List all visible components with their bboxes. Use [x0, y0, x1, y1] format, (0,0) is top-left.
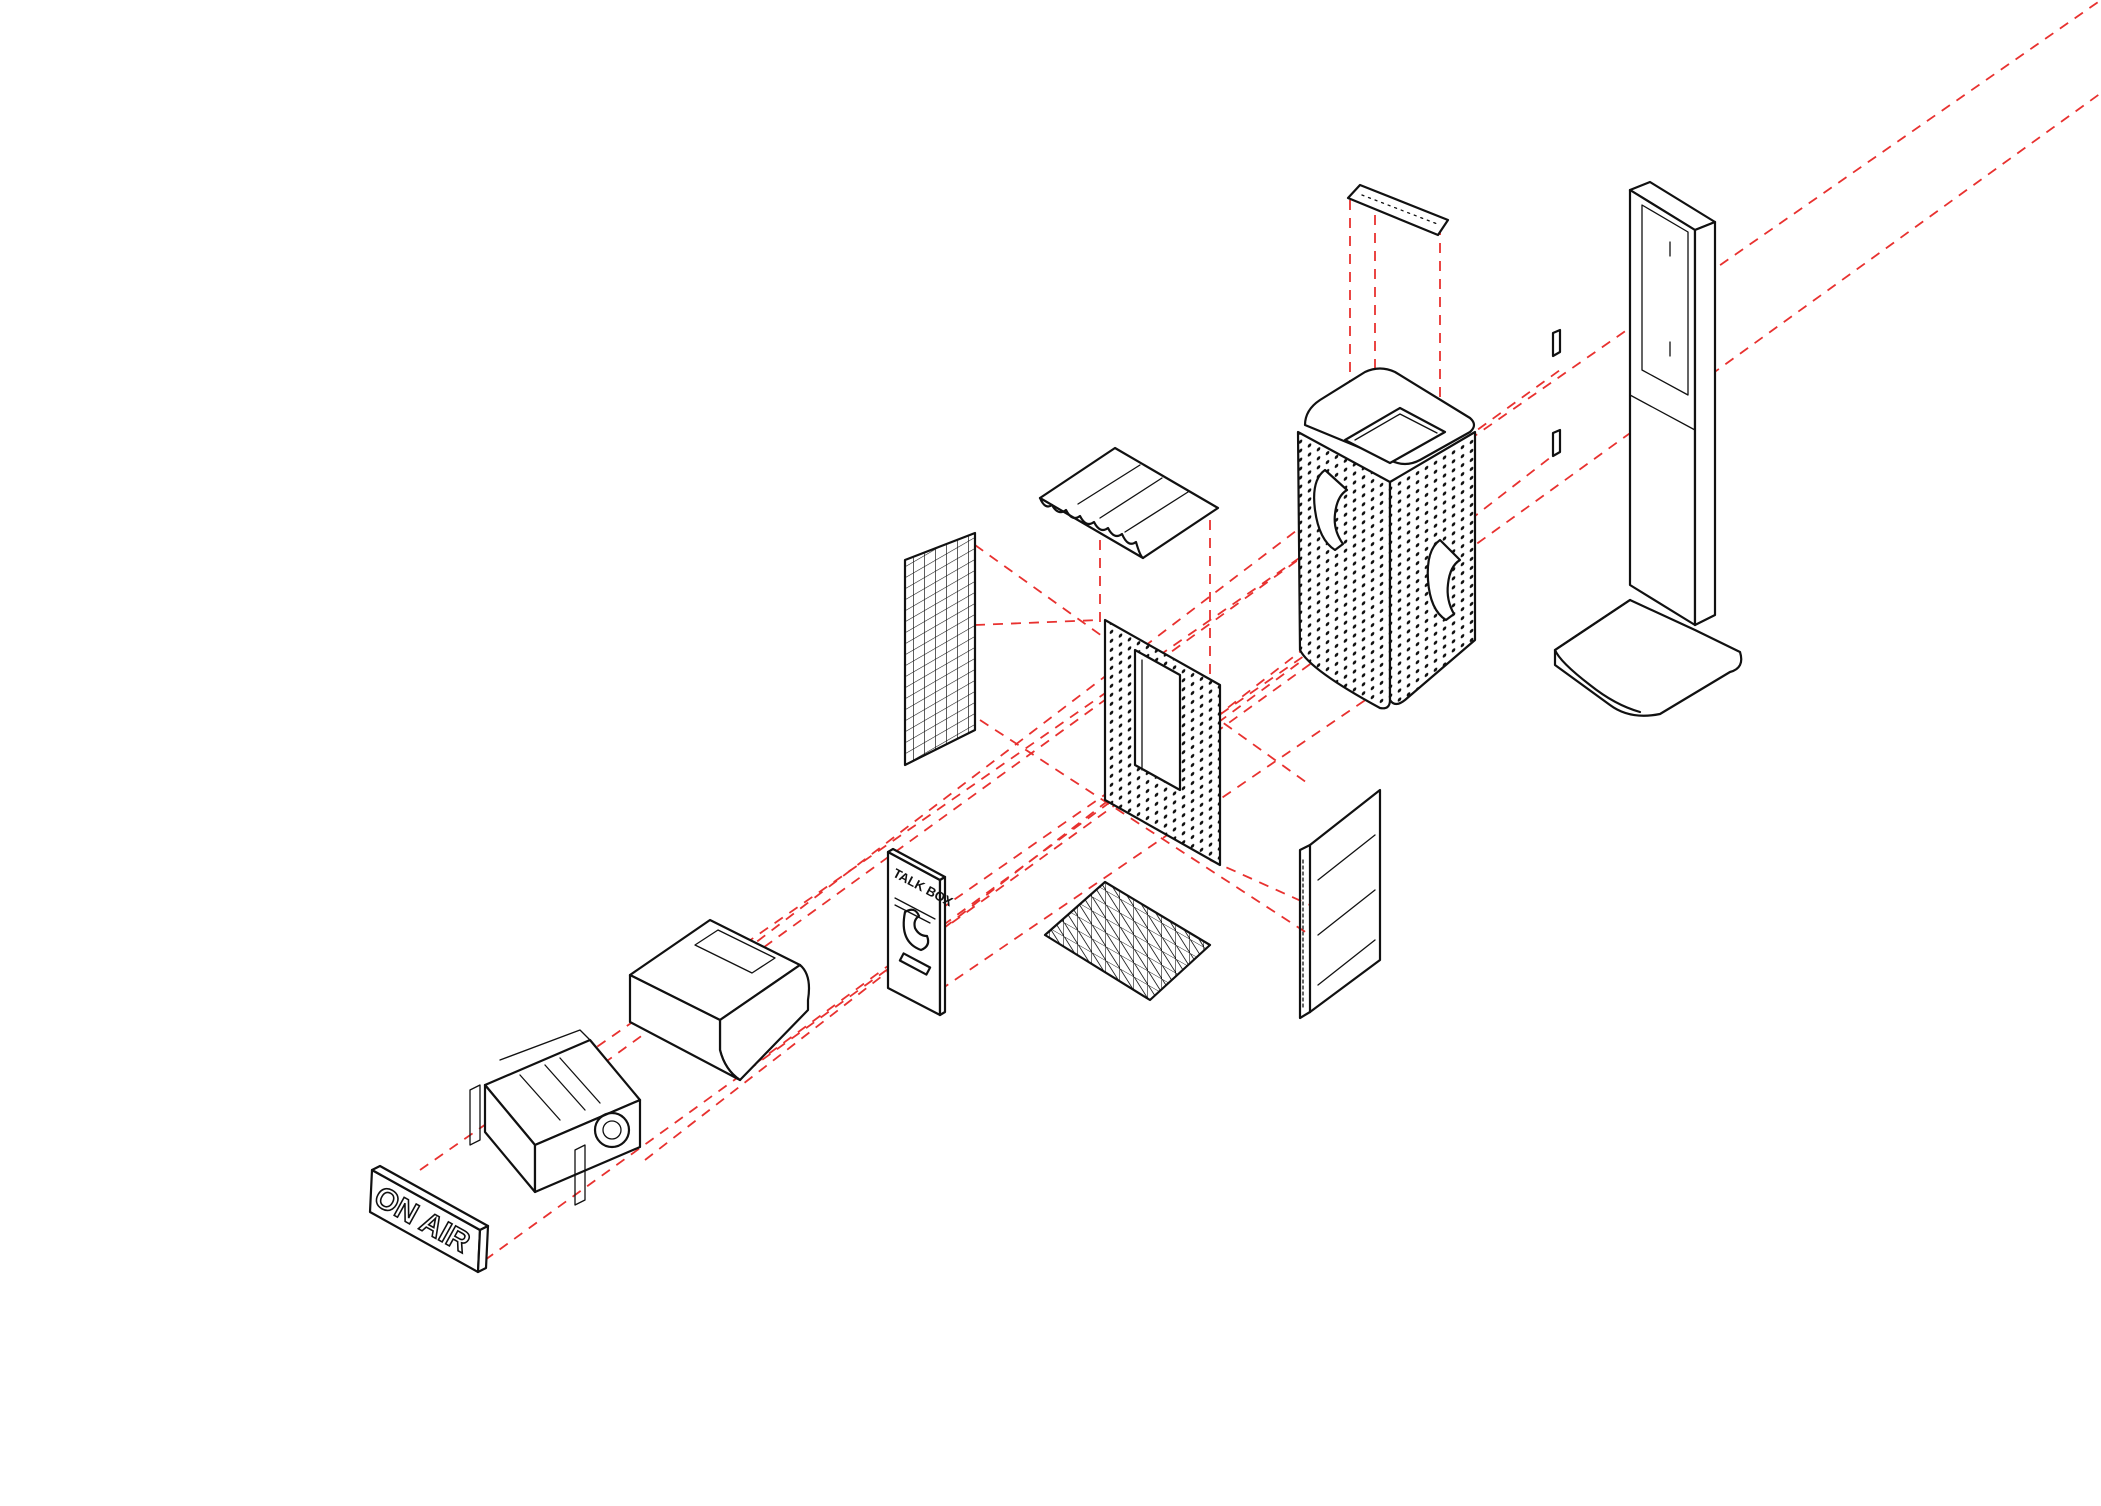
freestanding-stand — [1553, 180, 1743, 717]
handset-icon — [1426, 538, 1462, 622]
handset-icon — [1313, 468, 1349, 552]
guide-line — [484, 92, 2101, 1261]
wall-brackets — [1551, 328, 1562, 458]
on-air-sign: ON AIR — [368, 1164, 490, 1274]
guide-line — [1209, 859, 1311, 906]
ribbed-side-panel — [1298, 788, 1382, 1020]
guide-line — [739, 639, 1331, 1076]
guide-line — [979, 719, 1311, 936]
handset-icon — [902, 908, 930, 952]
talk-box-sign-panel: TALK BOX — [886, 847, 956, 1017]
corrugated-roof-panel — [1038, 446, 1220, 560]
guide-line — [974, 619, 1101, 626]
perforated-side-panel — [903, 531, 977, 767]
main-booth-shell — [1296, 367, 1477, 710]
guide-line — [644, 449, 1561, 1161]
assembly-guide-lines — [419, 0, 2101, 1261]
guide-line — [699, 504, 1331, 986]
front-door-frame — [1103, 618, 1222, 867]
rounded-hood-shell — [628, 918, 811, 1082]
electronics-chassis — [469, 1029, 642, 1206]
top-mounting-plate — [1346, 183, 1450, 237]
floor-grille — [1043, 880, 1212, 1002]
